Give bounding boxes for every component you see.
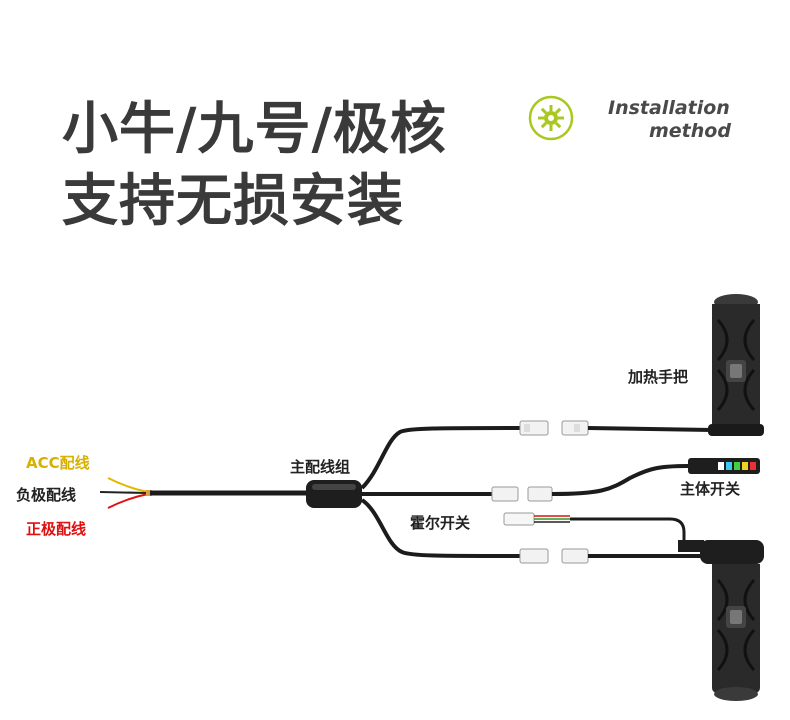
heated-grip-label: 加热手把	[628, 368, 689, 386]
negative-wire-label: 负极配线	[16, 486, 77, 504]
page-title-line1: 小牛/九号/极核	[62, 97, 447, 162]
page-title-line2: 支持无损安装	[62, 169, 404, 234]
main-harness-block	[306, 480, 362, 508]
hall-switch-label: 霍尔开关	[410, 514, 471, 532]
connector-top	[519, 420, 713, 436]
method-text: method	[649, 120, 731, 142]
cable-bottom	[360, 498, 521, 558]
cable-top	[360, 426, 521, 490]
main-harness-label: 主配线组	[290, 458, 351, 476]
hall-connector	[503, 512, 686, 542]
heated-grip-top	[708, 294, 764, 436]
acc-wire-label: ACC配线	[26, 454, 90, 472]
connector-middle	[491, 464, 689, 502]
gear-virus-icon	[528, 95, 574, 141]
connector-bottom	[519, 548, 712, 564]
main-switch-module	[688, 458, 760, 474]
installation-text: Installation	[608, 97, 730, 119]
heated-grip-bottom	[678, 540, 764, 701]
main-switch-label: 主体开关	[680, 480, 741, 498]
input-wires	[99, 477, 152, 509]
positive-wire-label: 正极配线	[26, 520, 87, 538]
